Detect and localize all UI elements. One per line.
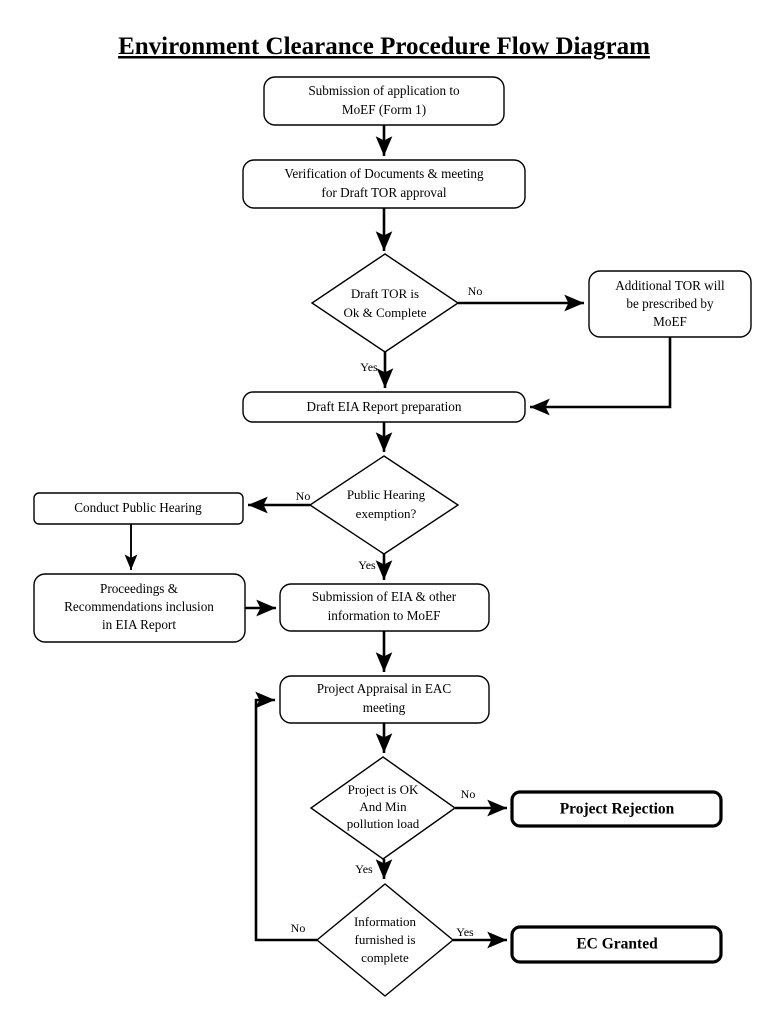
node-draft-eia-report[interactable]: Draft EIA Report preparation — [242, 391, 526, 423]
node-submission-eia-line-2: information to MoEF — [328, 608, 441, 623]
edge-layer — [124, 125, 672, 949]
node-verification-line-2: for Draft TOR approval — [321, 185, 446, 200]
edge-additional-tor-to-draft-eia — [529, 337, 672, 416]
node-draft-tor-decision-line-1: Draft TOR is — [351, 286, 419, 301]
edge-label-public-hearing-no: No — [296, 489, 311, 503]
node-project-ok-decision-line-2: And Min — [359, 799, 407, 814]
node-draft-tor-decision-shape[interactable] — [310, 253, 460, 353]
node-information-decision-line-1: Information — [354, 914, 417, 929]
node-project-appraisal[interactable]: Project Appraisal in EAC meeting — [279, 675, 490, 724]
node-submission-line-1: Submission of application to — [308, 83, 460, 98]
edge-label-layer: No Yes No Yes No Yes Yes No — [291, 284, 483, 939]
node-additional-tor-line-2: be prescribed by — [626, 296, 714, 311]
node-project-rejection[interactable]: Project Rejection — [510, 790, 723, 828]
node-submission-eia-line-1: Submission of EIA & other — [312, 589, 457, 604]
node-submission-line-2: MoEF (Form 1) — [342, 102, 426, 117]
edge-label-public-hearing-yes: Yes — [358, 558, 376, 572]
node-submission-shape[interactable] — [263, 76, 505, 126]
node-additional-tor-line-1: Additional TOR will — [615, 278, 725, 293]
node-draft-tor-decision-line-2: Ok & Complete — [343, 305, 426, 320]
edge-label-information-yes: Yes — [456, 925, 474, 939]
node-public-hearing-decision[interactable]: Public Hearing exemption? — [308, 455, 460, 555]
node-public-hearing-decision-line-2: exemption? — [356, 506, 417, 521]
node-submission-eia-shape[interactable] — [279, 583, 490, 632]
node-proceedings-recommendations[interactable]: Proceedings & Recommendations inclusion … — [33, 573, 246, 643]
node-project-rejection-label: Project Rejection — [560, 801, 675, 818]
node-additional-tor-shape[interactable] — [588, 270, 752, 338]
edge-label-project-ok-no: No — [461, 787, 476, 801]
node-project-ok-decision-shape[interactable] — [309, 756, 457, 860]
node-public-hearing-decision-line-1: Public Hearing — [347, 487, 426, 502]
node-project-appraisal-line-1: Project Appraisal in EAC — [317, 681, 452, 696]
node-verification-shape[interactable] — [242, 159, 526, 209]
node-proceedings-line-2: Recommendations inclusion — [64, 599, 214, 614]
node-submission-of-eia[interactable]: Submission of EIA & other information to… — [279, 583, 490, 632]
node-proceedings-line-3: in EIA Report — [102, 617, 176, 632]
node-conduct-public-hearing[interactable]: Conduct Public Hearing — [33, 492, 244, 525]
node-verification-line-1: Verification of Documents & meeting — [284, 166, 484, 181]
node-information-decision-line-3: complete — [361, 950, 409, 965]
node-ec-granted-shape[interactable] — [510, 925, 723, 964]
node-proceedings-line-1: Proceedings & — [100, 581, 179, 596]
edge-label-draft-tor-no: No — [468, 284, 483, 298]
node-project-ok-decision-line-1: Project is OK — [348, 782, 419, 797]
node-conduct-public-hearing-shape[interactable] — [33, 492, 244, 525]
node-project-appraisal-line-2: meeting — [363, 700, 406, 715]
node-verification-of-documents[interactable]: Verification of Documents & meeting for … — [242, 159, 526, 209]
node-project-appraisal-shape[interactable] — [279, 675, 490, 724]
edge-label-draft-tor-yes: Yes — [360, 360, 378, 374]
node-public-hearing-decision-shape[interactable] — [308, 455, 460, 555]
node-project-ok-decision-line-3: pollution load — [347, 816, 420, 831]
node-submission-of-application[interactable]: Submission of application to MoEF (Form … — [263, 76, 505, 126]
node-proceedings-shape[interactable] — [33, 573, 246, 643]
node-project-ok-decision[interactable]: Project is OK And Min pollution load — [309, 756, 457, 860]
page-title: Environment Clearance Procedure Flow Dia… — [118, 33, 650, 60]
node-draft-eia-line-1: Draft EIA Report preparation — [307, 399, 462, 414]
node-draft-tor-decision[interactable]: Draft TOR is Ok & Complete — [310, 253, 460, 353]
edge-label-project-ok-yes: Yes — [355, 862, 373, 876]
node-information-decision[interactable]: Information furnished is complete — [315, 883, 455, 997]
node-conduct-public-hearing-line-1: Conduct Public Hearing — [74, 500, 202, 515]
node-additional-tor[interactable]: Additional TOR will be prescribed by MoE… — [588, 270, 752, 338]
node-information-decision-line-2: furnished is — [354, 932, 415, 947]
node-ec-granted-label: EC Granted — [576, 936, 658, 953]
edge-information-no-to-project-appraisal — [254, 691, 317, 942]
node-additional-tor-line-3: MoEF — [653, 314, 687, 329]
node-ec-granted[interactable]: EC Granted — [510, 925, 723, 964]
node-project-rejection-shape[interactable] — [510, 790, 723, 828]
edge-label-information-no: No — [291, 921, 306, 935]
node-draft-eia-shape[interactable] — [242, 391, 526, 423]
node-information-decision-shape[interactable] — [315, 883, 455, 997]
